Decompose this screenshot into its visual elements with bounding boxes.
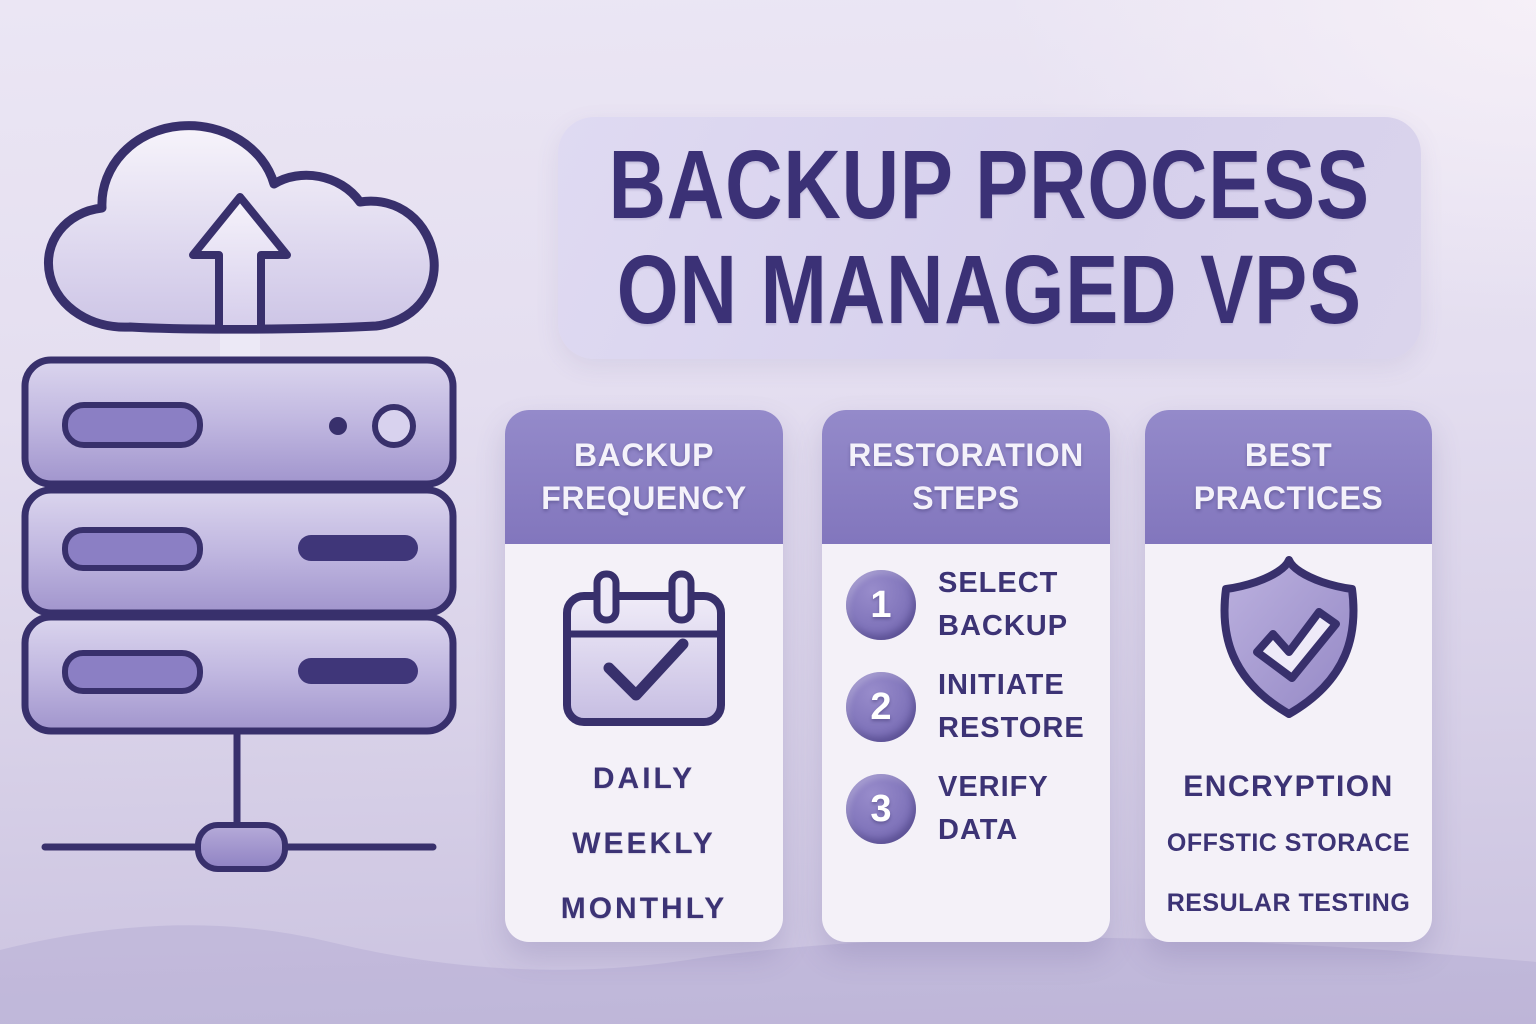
network-node — [195, 822, 288, 872]
network-link — [41, 731, 437, 872]
card-backup-frequency-body: DAILY WEEKLY MONTHLY — [505, 544, 783, 942]
server-1-slot — [62, 402, 203, 448]
practice-item-encryption: ENCRYPTION — [1183, 770, 1394, 803]
card-restoration-steps-title: RESTORATION STEPS — [848, 436, 1084, 516]
best-practices-list: ENCRYPTION OFFSTIC STORACE RESULAR TESTI… — [1145, 771, 1432, 942]
server-1-light — [372, 404, 416, 448]
practice-item-regular-testing: RESULAR TESTING — [1166, 889, 1411, 917]
server-unit-2 — [21, 486, 457, 617]
title-banner: BACKUP PROCESS ON MANAGED VPS — [558, 117, 1421, 359]
frequency-item-monthly: MONTHLY — [560, 892, 728, 925]
page-title-line1: BACKUP PROCESS — [608, 130, 1371, 240]
step-row-3: 3 VERIFY DATA — [846, 771, 1104, 846]
card-backup-frequency: BACKUP FREQUENCY DAILY WEEKLY MONTHLY — [505, 410, 783, 942]
card-best-practices: BEST PRACTICES ENCRYPTION OFFSTIC STORAC… — [1145, 410, 1432, 942]
calendar-check-icon — [563, 570, 725, 726]
card-backup-frequency-header: BACKUP FREQUENCY — [505, 410, 783, 544]
card-restoration-steps: RESTORATION STEPS 1 SELECT BACKUP 2 INIT… — [822, 410, 1110, 942]
frequency-item-daily: DAILY — [592, 762, 696, 795]
step-3-badge: 3 — [846, 774, 916, 844]
step-2-number: 2 — [870, 685, 892, 728]
step-row-1: 1 SELECT BACKUP — [846, 567, 1104, 642]
server-unit-3 — [21, 613, 457, 735]
step-2-badge: 2 — [846, 672, 916, 742]
page-title-line2: ON MANAGED VPS — [616, 235, 1363, 344]
step-1-badge: 1 — [846, 570, 916, 640]
server-2-slot — [62, 527, 203, 571]
server-3-vent — [298, 658, 418, 684]
server-2-vent — [298, 535, 418, 561]
step-2-label: INITIATE RESTORE — [938, 668, 1085, 745]
card-best-practices-header: BEST PRACTICES — [1145, 410, 1432, 544]
frequency-list: DAILY WEEKLY MONTHLY — [505, 764, 783, 942]
step-row-2: 2 INITIATE RESTORE — [846, 669, 1104, 744]
card-restoration-steps-header: RESTORATION STEPS — [822, 410, 1110, 544]
card-restoration-steps-body: 1 SELECT BACKUP 2 INITIATE RESTORE 3 VER… — [822, 544, 1110, 942]
steps-list: 1 SELECT BACKUP 2 INITIATE RESTORE 3 VER… — [846, 567, 1104, 846]
cloud-upload-icon — [44, 121, 439, 368]
step-3-number: 3 — [870, 787, 892, 830]
card-best-practices-body: ENCRYPTION OFFSTIC STORACE RESULAR TESTI… — [1145, 544, 1432, 942]
frequency-item-weekly: WEEKLY — [572, 827, 716, 860]
upload-arrow-icon — [189, 193, 291, 333]
server-3-slot — [62, 650, 203, 694]
card-backup-frequency-title: BACKUP FREQUENCY — [541, 436, 747, 516]
step-1-label: SELECT BACKUP — [938, 566, 1069, 643]
step-1-number: 1 — [870, 583, 892, 626]
cloud-upload-server-illustration — [21, 121, 457, 872]
card-best-practices-title: BEST PRACTICES — [1193, 436, 1384, 516]
step-3-label: VERIFY DATA — [938, 770, 1049, 847]
server-1-dot — [329, 417, 347, 435]
practice-item-offsite-storage: OFFSTIC STORACE — [1166, 829, 1411, 857]
shield-check-icon — [1219, 556, 1358, 718]
server-stack-icon — [21, 356, 457, 735]
server-unit-1 — [21, 356, 457, 488]
